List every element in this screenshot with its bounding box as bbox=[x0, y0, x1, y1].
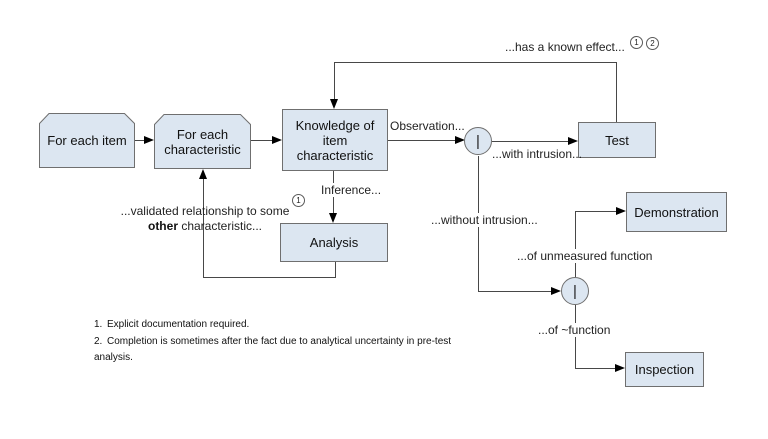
or-junction-glyph: | bbox=[573, 282, 577, 300]
node-label: Test bbox=[605, 132, 629, 148]
node-label: Demonstration bbox=[634, 204, 719, 220]
node-label: For each item bbox=[47, 133, 127, 148]
node-label: Analysis bbox=[309, 235, 359, 250]
footnote-marker-1-validated: 1 bbox=[292, 194, 305, 207]
edge-label-has-known-effect: ...has a known effect... bbox=[505, 40, 625, 54]
footnote-marker-text: 1 bbox=[296, 195, 301, 205]
validated-line2-rest: characteristic... bbox=[177, 219, 263, 233]
node-label: Knowledge of item characteristic bbox=[295, 117, 375, 163]
footnote-1: 1. Explicit documentation required. bbox=[94, 317, 492, 334]
connector-to-inspection bbox=[575, 368, 616, 369]
edge-label-observation: Observation... bbox=[390, 119, 465, 133]
arrowhead-into-characteristic-bottom bbox=[199, 169, 207, 179]
connector-analysis-down bbox=[335, 261, 336, 277]
node-label: For each characteristic bbox=[164, 126, 241, 157]
edge-label-with-intrusion: ...with intrusion... bbox=[492, 147, 583, 161]
footnote-2-number: 2. bbox=[94, 335, 103, 347]
connector-knowledge-to-or1 bbox=[388, 140, 455, 141]
pentagon-shape bbox=[39, 113, 135, 168]
connector-to-demonstration bbox=[575, 211, 617, 212]
arrowhead-into-test bbox=[568, 137, 578, 145]
footnote-2: 2.Completion is sometimes after the fact… bbox=[94, 334, 492, 367]
connector-or1-to-test bbox=[492, 141, 569, 142]
footnote-marker-text: 1 bbox=[634, 37, 639, 47]
arrowhead-into-demonstration bbox=[616, 207, 626, 215]
connector-item-to-characteristic bbox=[135, 140, 145, 141]
connector-to-or2 bbox=[478, 291, 552, 292]
node-inspection[interactable]: Inspection bbox=[625, 352, 704, 387]
arrowhead-into-or1 bbox=[455, 136, 465, 144]
arrowhead-into-analysis bbox=[329, 213, 337, 223]
connector-or2-up bbox=[575, 211, 576, 277]
arrowhead-into-characteristic bbox=[144, 136, 154, 144]
connector-feedback-down bbox=[334, 62, 335, 100]
connector-loop-up bbox=[203, 179, 204, 277]
arrowhead-into-knowledge-top bbox=[330, 99, 338, 109]
edge-label-of-function: ...of ~function bbox=[537, 323, 612, 337]
footnote-1-number: 1. bbox=[94, 319, 103, 330]
edge-label-inference: Inference... bbox=[320, 183, 383, 197]
node-test[interactable]: Test bbox=[578, 122, 656, 158]
footnote-marker-text: 2 bbox=[650, 38, 655, 48]
edge-label-validated-relationship: ...validated relationship to some other … bbox=[110, 204, 300, 234]
node-for-each-characteristic[interactable]: For each characteristic bbox=[154, 114, 251, 169]
pentagon-shape bbox=[154, 114, 251, 169]
footnote-marker-1-top: 1 bbox=[630, 36, 643, 49]
edge-label-without-intrusion: ...without intrusion... bbox=[430, 213, 539, 227]
or-junction-glyph: | bbox=[476, 132, 480, 150]
edge-label-of-unmeasured-function: ...of unmeasured function bbox=[516, 249, 654, 263]
node-label: Inspection bbox=[634, 362, 695, 377]
or-junction-2[interactable]: | bbox=[561, 277, 589, 305]
validated-line1: ...validated relationship to some bbox=[120, 204, 290, 218]
connector-feedback-top bbox=[334, 62, 617, 63]
connector-characteristic-to-knowledge bbox=[251, 140, 273, 141]
connector-test-up bbox=[616, 62, 617, 122]
validated-bold-word: other bbox=[147, 219, 178, 233]
arrowhead-into-inspection bbox=[615, 364, 625, 372]
node-knowledge-of-item-characteristic[interactable]: Knowledge of item characteristic bbox=[282, 109, 388, 171]
footnote-2-text: Completion is sometimes after the fact d… bbox=[94, 335, 452, 364]
arrowhead-into-or2 bbox=[551, 287, 561, 295]
arrowhead-into-knowledge-left bbox=[272, 136, 282, 144]
footnote-1-text: Explicit documentation required. bbox=[107, 319, 250, 330]
or-junction-1[interactable]: | bbox=[464, 127, 492, 155]
footnotes: 1. Explicit documentation required. 2.Com… bbox=[94, 317, 492, 367]
footnote-marker-2-top: 2 bbox=[646, 37, 659, 50]
connector-analysis-loop-bottom bbox=[203, 277, 336, 278]
node-for-each-item[interactable]: For each item bbox=[39, 113, 135, 168]
node-analysis[interactable]: Analysis bbox=[280, 223, 388, 262]
node-demonstration[interactable]: Demonstration bbox=[626, 192, 727, 232]
